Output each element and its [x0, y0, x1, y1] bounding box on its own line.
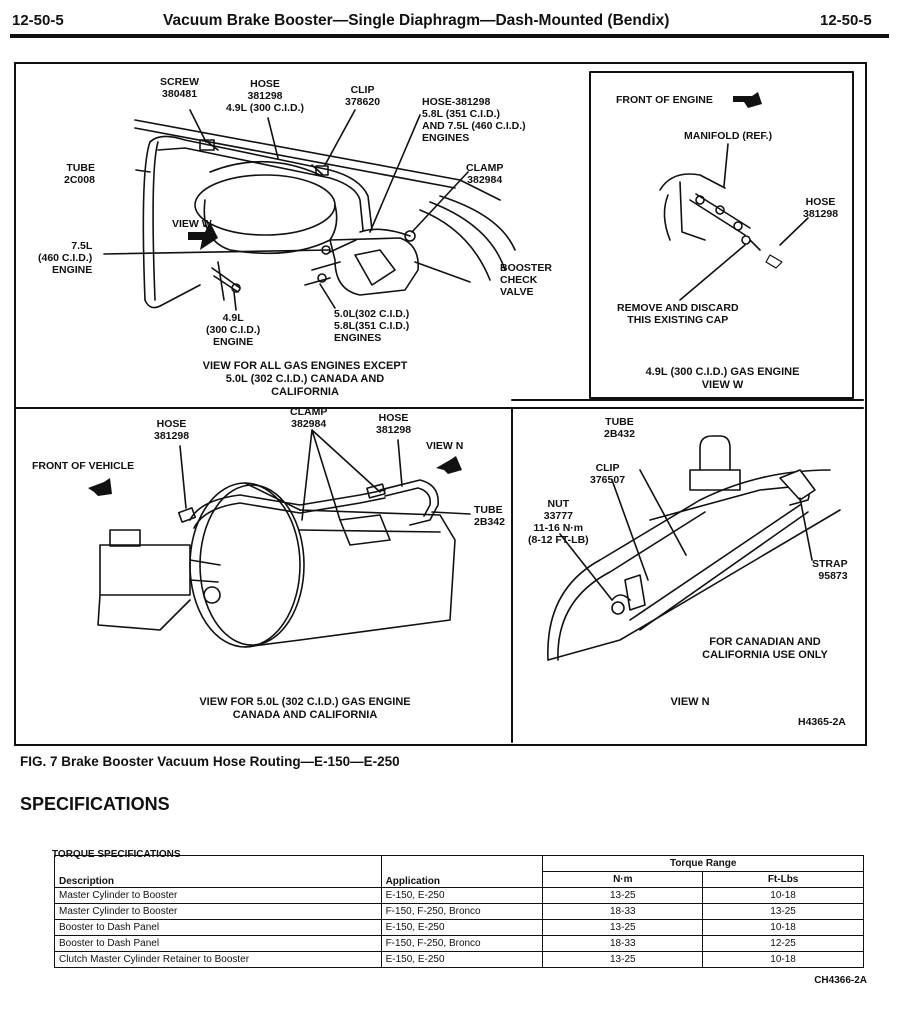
figure-box	[14, 62, 867, 746]
label-booster-check-valve: BOOSTER CHECK VALVE	[500, 262, 552, 298]
label-front-of-engine: FRONT OF ENGINE	[616, 94, 713, 106]
cell-description: Master Cylinder to Booster	[54, 903, 382, 920]
cell-description: Booster to Dash Panel	[54, 935, 382, 952]
label-manifold: MANIFOLD (REF.)	[684, 130, 773, 142]
cell-ftlbs: 13-25	[702, 903, 864, 920]
header-application: Application	[380, 855, 544, 888]
cell-application: E-150, E-250	[380, 919, 544, 936]
label-hose-49: HOSE 381298 4.9L (300 C.I.D.)	[226, 78, 305, 114]
header-ftlbs: Ft-Lbs	[702, 871, 864, 888]
label-clip: CLIP 378620	[345, 84, 381, 108]
cell-ftlbs: 10-18	[702, 919, 864, 936]
label-engine-50-58: 5.0L(302 C.I.D.) 5.8L(351 C.I.D.) ENGINE…	[334, 308, 410, 344]
cell-nm: 13-25	[542, 919, 704, 936]
label-view-w: VIEW W	[172, 218, 212, 230]
label-screw: SCREW 380481	[160, 76, 200, 100]
label-view-n: VIEW N	[426, 440, 464, 452]
cell-ftlbs: 10-18	[702, 887, 864, 904]
cell-nm: 13-25	[542, 951, 704, 968]
table-row: Booster to Dash Panel F-150, F-250, Bron…	[54, 935, 864, 952]
cell-nm: 13-25	[542, 887, 704, 904]
label-nut: NUT 33777 11-16 N·m (8-12 FT-LB)	[528, 498, 589, 546]
label-hose-right: HOSE 381298	[376, 412, 412, 436]
table-reference: CH4366-2A	[814, 975, 867, 986]
cell-nm: 18-33	[542, 903, 704, 920]
cell-description: Booster to Dash Panel	[54, 919, 382, 936]
page-number-right: 12-50-5	[820, 12, 872, 29]
table-row: Clutch Master Cylinder Retainer to Boost…	[54, 951, 864, 968]
header-torque-range: Torque Range	[542, 855, 864, 872]
label-clip: CLIP 376507	[590, 462, 626, 486]
table-row: Master Cylinder to Booster F-150, F-250,…	[54, 903, 864, 920]
specifications-heading: SPECIFICATIONS	[20, 794, 170, 814]
header-rule	[10, 34, 889, 38]
torque-table: Description Application Torque Range N·m…	[54, 855, 864, 968]
cell-application: E-150, E-250	[380, 951, 544, 968]
cell-application: F-150, F-250, Bronco	[380, 935, 544, 952]
panel3-caption: VIEW FOR 5.0L (302 C.I.D.) GAS ENGINE CA…	[199, 696, 411, 721]
figure-caption: FIG. 7 Brake Booster Vacuum Hose Routing…	[20, 754, 400, 769]
cell-application: F-150, F-250, Bronco	[380, 903, 544, 920]
label-tube: TUBE 2C008	[64, 162, 95, 186]
label-front-of-vehicle: FRONT OF VEHICLE	[32, 460, 135, 472]
header-description: Description	[54, 855, 382, 888]
label-clamp: CLAMP 382984	[466, 162, 504, 186]
cell-nm: 18-33	[542, 935, 704, 952]
label-engine-49: 4.9L (300 C.I.D.) ENGINE	[206, 312, 261, 348]
page-title: Vacuum Brake Booster—Single Diaphragm—Da…	[163, 12, 670, 29]
panel1-caption: VIEW FOR ALL GAS ENGINES EXCEPT 5.0L (30…	[202, 360, 408, 398]
label-remove-cap: REMOVE AND DISCARD THIS EXISTING CAP	[617, 302, 739, 326]
canada-note: FOR CANADIAN AND CALIFORNIA USE ONLY	[702, 636, 828, 661]
figure-reference: H4365-2A	[798, 716, 846, 728]
label-tube: TUBE 2B342	[474, 504, 505, 528]
cell-ftlbs: 10-18	[702, 951, 864, 968]
panel2-caption: 4.9L (300 C.I.D.) GAS ENGINE VIEW W	[645, 366, 800, 391]
cell-ftlbs: 12-25	[702, 935, 864, 952]
label-strap: STRAP 95873	[812, 558, 848, 582]
label-engine-75: 7.5L (460 C.I.D.) ENGINE	[38, 240, 93, 276]
label-clamp: CLAMP 382984	[290, 406, 328, 430]
label-hose: HOSE 381298	[803, 196, 839, 220]
table-row: Master Cylinder to Booster E-150, E-250 …	[54, 887, 864, 904]
label-hose-left: HOSE 381298	[154, 418, 190, 442]
panel4-caption: VIEW N	[670, 696, 710, 708]
label-hose-58: HOSE-381298 5.8L (351 C.I.D.) AND 7.5L (…	[422, 96, 526, 144]
label-tube: TUBE 2B432	[604, 416, 635, 440]
cell-application: E-150, E-250	[380, 887, 544, 904]
header-nm: N·m	[542, 871, 704, 888]
cell-description: Master Cylinder to Booster	[54, 887, 382, 904]
torque-table-title: TORQUE SPECIFICATIONS	[52, 849, 181, 860]
cell-description: Clutch Master Cylinder Retainer to Boost…	[54, 951, 382, 968]
page-number-left: 12-50-5	[12, 12, 64, 29]
table-row: Booster to Dash Panel E-150, E-250 13-25…	[54, 919, 864, 936]
